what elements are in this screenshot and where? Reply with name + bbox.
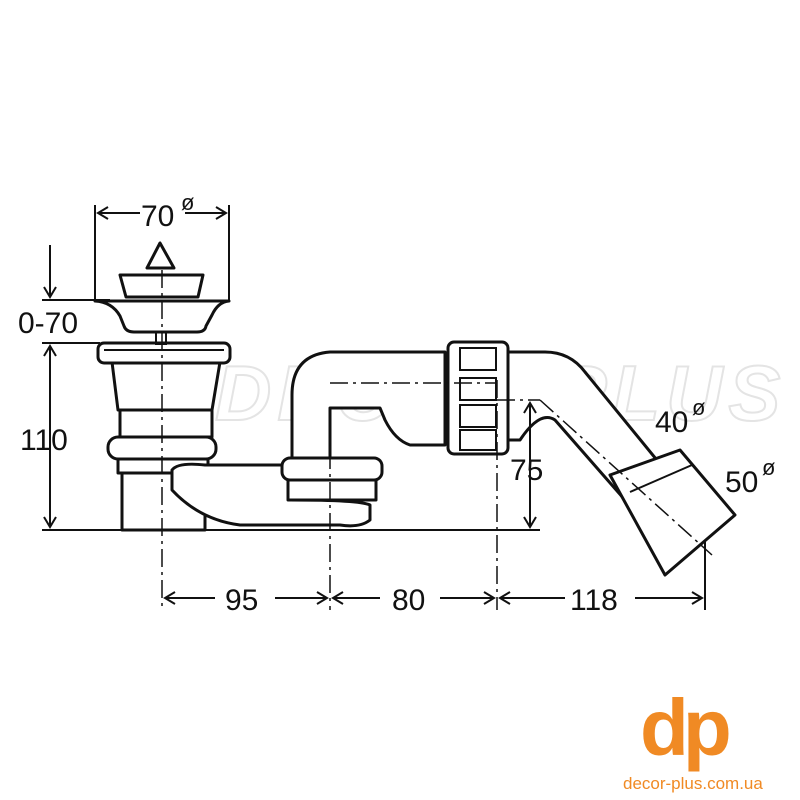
diameter-symbol: ø: [181, 190, 194, 215]
outlet-pipe-50: [608, 448, 737, 577]
dim-95: 95: [225, 584, 258, 617]
dim-118: 118: [570, 584, 618, 617]
trap-elbow: [290, 350, 447, 472]
dim-50: 50: [725, 466, 758, 499]
dim-0-70: 0-70: [18, 307, 78, 340]
dimension-lines: [42, 205, 704, 605]
logo-url: decor-plus.com.ua: [623, 774, 763, 793]
logo-mark: dp: [640, 683, 729, 772]
dim-40: 40: [655, 406, 688, 439]
union-nut: [446, 340, 510, 456]
dim-110: 110: [20, 424, 68, 457]
dim-70: 70: [141, 200, 174, 233]
diameter-symbol-40: ø: [692, 395, 705, 420]
dim-75: 75: [510, 454, 543, 487]
dim-80: 80: [392, 584, 425, 617]
horizontal-pipe: [170, 462, 372, 528]
diameter-symbol-50: ø: [762, 455, 775, 480]
